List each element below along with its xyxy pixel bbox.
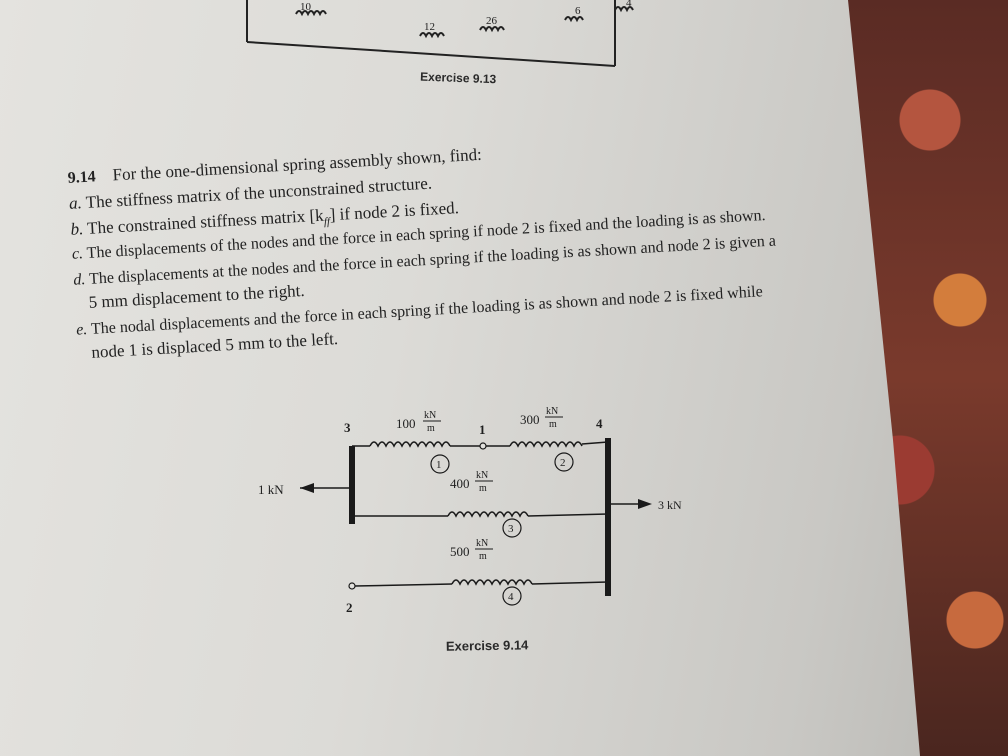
node-1-marker [479, 442, 487, 450]
spring-label-12: 12 [424, 21, 435, 33]
spring-2-value: 300 [520, 412, 540, 427]
spring-3-unit-den: m [479, 483, 487, 494]
spring-4-unit-num: kN [476, 538, 488, 549]
right-load-label: 3 kN [658, 498, 682, 512]
left-load-label: 1 kN [258, 482, 284, 497]
node-label-1: 1 [479, 422, 486, 437]
spring-4-value: 500 [450, 544, 470, 559]
node-label-4: 4 [596, 416, 603, 431]
spring-label-26: 26 [486, 15, 498, 27]
spring-number-4: 4 [508, 591, 514, 603]
spring-1-coil [369, 441, 451, 448]
spring-1-value: 100 [396, 416, 416, 431]
spring-label-10: 10 [300, 1, 312, 13]
spring-2-coil [509, 441, 583, 448]
spring-label-4: 4 [626, 0, 632, 9]
spring-3-coil [447, 511, 529, 518]
spring-2-unit-num: kN [546, 406, 558, 417]
spring-4-coil [451, 579, 533, 586]
spring-label-6: 6 [575, 5, 581, 17]
exercise-914-caption: Exercise 9.14 [446, 637, 529, 653]
spring-number-1: 1 [436, 459, 442, 471]
spring-3-unit-num: kN [476, 470, 488, 481]
node-label-2: 2 [346, 600, 353, 615]
spring-number-3: 3 [508, 523, 514, 535]
node-2-marker [348, 582, 356, 590]
spring-3-value: 400 [450, 476, 470, 491]
node-label-3: 3 [344, 420, 351, 435]
spring-4-unit-den: m [479, 551, 487, 562]
spring-1-unit-num: kN [424, 410, 436, 421]
spring-1-unit-den: m [427, 423, 435, 434]
spring-number-2: 2 [560, 457, 566, 469]
spring-2-unit-den: m [549, 419, 557, 430]
exercise-913-caption: Exercise 9.13 [420, 70, 497, 87]
